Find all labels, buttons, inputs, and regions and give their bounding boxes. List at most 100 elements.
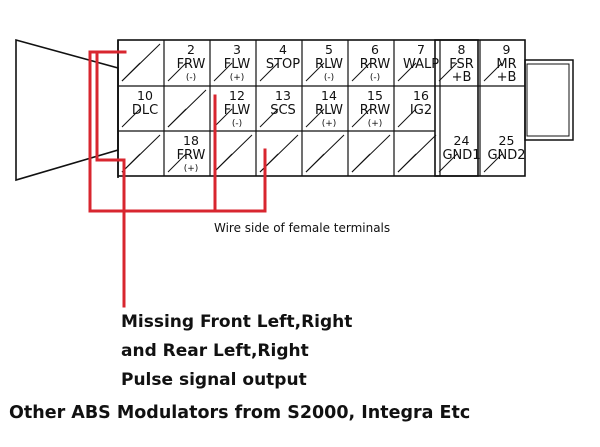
note-line-2: and Rear Left,Right xyxy=(121,341,309,361)
pin-label: STOP xyxy=(266,57,300,72)
pin-number: 25 xyxy=(499,133,515,148)
pin-label: FLW xyxy=(224,103,251,118)
pin-label: RLW xyxy=(315,57,343,72)
connector-lock-tab xyxy=(524,59,574,141)
pin-1 xyxy=(121,43,161,82)
pin-diagonal xyxy=(438,62,458,82)
pin-number: 7 xyxy=(417,42,425,57)
pin-number: 18 xyxy=(183,133,199,148)
pin-diagonal xyxy=(305,62,325,82)
pin-diagonal xyxy=(167,153,187,173)
pin-label: FLW xyxy=(224,57,251,72)
pin-polarity: (-) xyxy=(370,73,380,83)
pin-diagonal xyxy=(483,153,503,173)
pin-label: SCS xyxy=(270,103,296,118)
pin-diagonal xyxy=(121,108,141,128)
pin-label-secondary: +B xyxy=(497,70,517,85)
pin-number: 24 xyxy=(454,133,470,148)
pin-number: 9 xyxy=(503,42,511,57)
pin-19 xyxy=(213,134,253,173)
pin-label: RLW xyxy=(315,103,343,118)
pin-diagonal xyxy=(351,62,371,82)
pin-number: 5 xyxy=(325,42,333,57)
pin-number: 15 xyxy=(367,88,383,103)
pin-polarity: (+) xyxy=(368,119,383,129)
highlight-wires xyxy=(88,50,267,308)
caption-text: Wire side of female terminals xyxy=(214,221,390,235)
pin-polarity: (-) xyxy=(324,73,334,83)
note-line-1: Missing Front Left,Right xyxy=(121,312,353,332)
pin-diagonal xyxy=(213,108,233,128)
pin-labels: 2FRW(-)3FLW(+)4STOP5RLW(-)6RRW(-)7WALP8F… xyxy=(121,42,526,174)
pin-number: 14 xyxy=(321,88,337,103)
empty-cavity xyxy=(213,134,253,173)
pin-label: WALP xyxy=(403,57,439,72)
pin-17 xyxy=(121,134,161,173)
pin-label: MR xyxy=(496,57,516,72)
empty-cavity xyxy=(397,134,437,173)
pin-label: FSR xyxy=(449,57,474,72)
pin-diagonal xyxy=(397,108,417,128)
pin-label: RRW xyxy=(360,57,391,72)
pin-number: 4 xyxy=(279,42,287,57)
pin-polarity: (-) xyxy=(186,73,196,83)
connector-lock-tab-inner xyxy=(526,63,570,137)
pin-grid xyxy=(118,40,525,176)
pin-number: 6 xyxy=(371,42,379,57)
pin-number: 3 xyxy=(233,42,241,57)
pin-number: 12 xyxy=(229,88,245,103)
pin-diagonal xyxy=(351,108,371,128)
pin-number: 10 xyxy=(137,88,153,103)
pin-polarity: (+) xyxy=(184,164,199,174)
pin-label: GND2 xyxy=(487,148,525,163)
terminal-block-main xyxy=(117,39,479,177)
pin-label-secondary: +B xyxy=(452,70,472,85)
pin-9: 9MR+B xyxy=(483,42,517,85)
footer-text: Other ABS Modulators from S2000, Integra… xyxy=(9,403,471,423)
pin-diagonal xyxy=(213,62,233,82)
empty-cavity xyxy=(351,134,391,173)
empty-cavity xyxy=(305,134,345,173)
pin-label: GND1 xyxy=(442,148,480,163)
pin-polarity: (+) xyxy=(322,119,337,129)
pin-diagonal xyxy=(259,62,279,82)
pin-number: 16 xyxy=(413,88,429,103)
pin-22 xyxy=(351,134,391,173)
pin-label: FRW xyxy=(177,57,206,72)
pin-21 xyxy=(305,134,345,173)
pin-polarity: (+) xyxy=(230,73,245,83)
pin-label: IG2 xyxy=(410,103,432,118)
pin-diagonal xyxy=(305,108,325,128)
pin-label: FRW xyxy=(177,148,206,163)
empty-cavity xyxy=(121,134,161,173)
pin-number: 2 xyxy=(187,42,195,57)
pin-diagonal xyxy=(483,62,503,82)
note-line-3: Pulse signal output xyxy=(121,370,307,390)
empty-cavity xyxy=(121,43,161,82)
pin-diagonal xyxy=(259,108,279,128)
pin-23 xyxy=(397,134,437,173)
pin-number: 8 xyxy=(458,42,466,57)
pin-diagonal xyxy=(438,153,458,173)
pin-11 xyxy=(167,89,207,128)
pin-label: DLC xyxy=(132,103,158,118)
pin-diagonal xyxy=(397,62,417,82)
pin-diagonal xyxy=(167,62,187,82)
pin-label: RRW xyxy=(360,103,391,118)
